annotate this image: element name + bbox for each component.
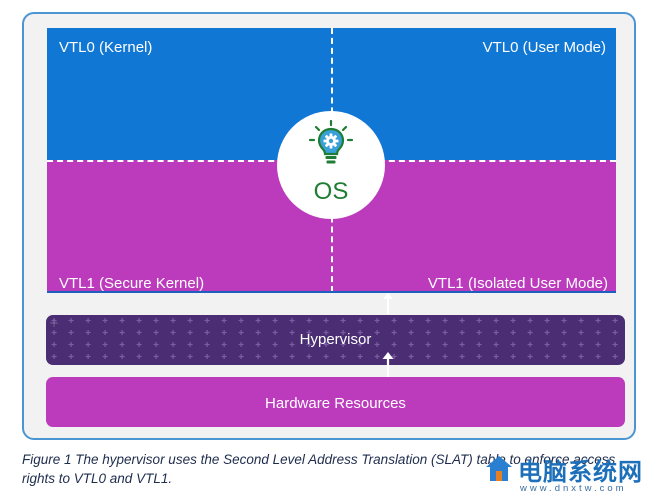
hypervisor-label: Hypervisor bbox=[299, 331, 372, 348]
vtl0-user-mode-label: VTL0 (User Mode) bbox=[482, 39, 606, 56]
watermark-url: www.dnxtw.com bbox=[520, 483, 627, 494]
hypervisor-layer: Hypervisor bbox=[46, 315, 625, 365]
os-label: OS bbox=[313, 178, 349, 205]
hardware-resources-label: Hardware Resources bbox=[265, 395, 406, 412]
up-arrow-icon bbox=[383, 293, 393, 314]
hypervisor-pattern bbox=[46, 315, 625, 365]
lightbulb-gear-icon bbox=[308, 119, 354, 164]
hardware-resources-layer: Hardware Resources bbox=[46, 377, 625, 427]
os-badge: OS bbox=[277, 111, 385, 219]
vtl1-secure-kernel-label: VTL1 (Secure Kernel) bbox=[59, 275, 205, 292]
watermark-title: 电脑系统网 bbox=[518, 459, 643, 486]
vtl0-kernel-label: VTL0 (Kernel) bbox=[59, 39, 153, 56]
quadrant-bottom-edge bbox=[47, 291, 616, 293]
figure-caption: Figure 1 The hypervisor uses the Second … bbox=[22, 452, 616, 486]
house-logo-icon bbox=[486, 456, 512, 481]
vtl1-isolated-user-mode-label: VTL1 (Isolated User Mode) bbox=[427, 275, 608, 292]
site-watermark: 电脑系统网 www.dnxtw.com bbox=[484, 452, 664, 497]
